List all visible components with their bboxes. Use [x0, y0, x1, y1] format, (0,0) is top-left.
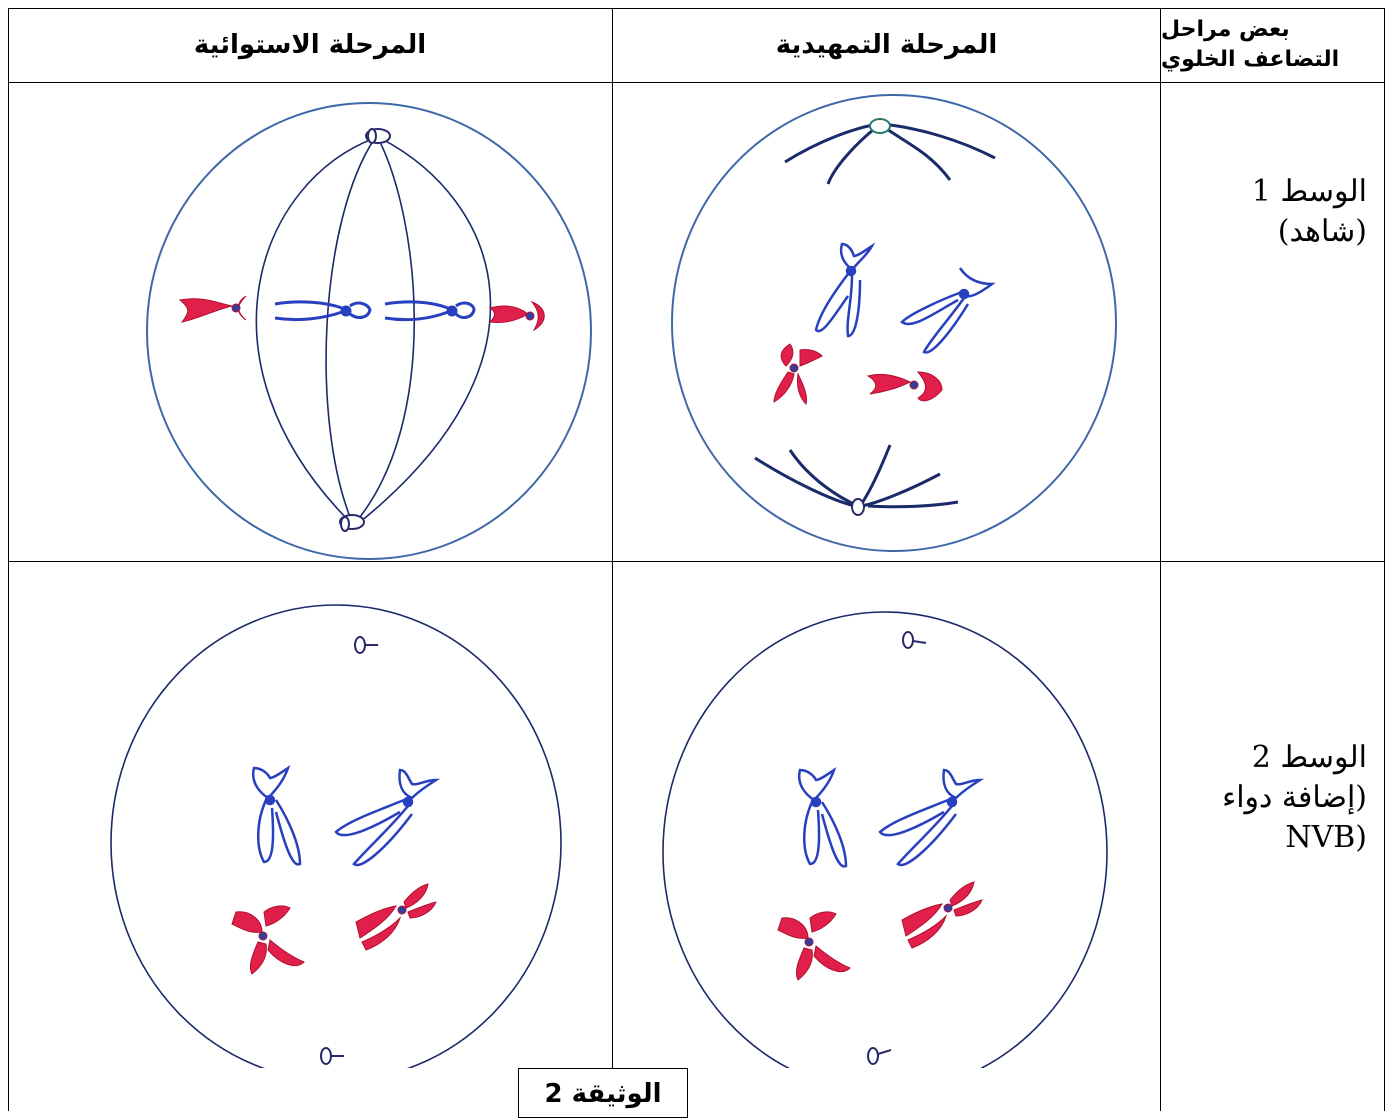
row-label-medium-2-line1: الوسط 2 — [1251, 740, 1367, 775]
column-divider — [612, 8, 613, 1111]
red-chromosome-icon — [488, 300, 545, 332]
row-label-medium-1-line2: (شاهد) — [1277, 214, 1367, 249]
blue-chromosome-icon — [814, 242, 876, 338]
centrosome-icon — [867, 1047, 892, 1065]
aster-fibers — [784, 122, 996, 185]
header-metaphase: المرحلة الاستوائية — [193, 30, 427, 60]
stages-table — [8, 8, 1385, 1111]
metaphase-control-drawing — [146, 102, 592, 560]
blue-chromosome-icon — [334, 768, 441, 867]
red-chromosome-icon — [866, 371, 943, 402]
centrosome-icon — [320, 1047, 344, 1065]
centrosome-icon — [339, 514, 365, 532]
row-divider — [8, 82, 1385, 83]
centrosome-icon — [851, 498, 865, 516]
red-chromosome-icon — [777, 911, 851, 981]
blue-chromosome-icon — [274, 300, 372, 322]
column-divider — [1160, 8, 1161, 1111]
aster-fibers — [754, 444, 959, 509]
blue-chromosome-icon — [384, 300, 476, 322]
red-chromosome-icon — [773, 343, 823, 405]
centrosome-icon — [869, 118, 891, 134]
cell-membrane — [671, 94, 1117, 552]
centrosome-icon — [902, 631, 927, 649]
row-label-medium-1: الوسط 1 (شاهد) — [1161, 172, 1381, 252]
header-stages-line1: بعض مراحل — [1161, 17, 1290, 42]
cell-membrane — [110, 604, 562, 1068]
header-prophase: المرحلة التمهيدية — [775, 30, 998, 60]
blue-chromosome-icon — [251, 764, 302, 866]
row-label-medium-2-line2: (إضافة دواء — [1222, 780, 1367, 815]
header-stages: بعض مراحل التضاعف الخلوي — [1161, 8, 1383, 82]
red-chromosome-icon — [901, 881, 983, 949]
metaphase-drug-drawing — [110, 604, 562, 1068]
centrosome-icon — [354, 636, 378, 654]
blue-chromosome-icon — [900, 267, 996, 354]
red-chromosome-icon — [178, 295, 247, 323]
centrosome-icon — [365, 128, 391, 144]
cell-membrane — [146, 102, 592, 560]
header-stages-line2: التضاعف الخلوي — [1161, 47, 1340, 72]
red-chromosome-icon — [355, 883, 437, 951]
spindle-fibers — [255, 137, 492, 523]
row-label-medium-2: الوسط 2 (إضافة دواء (NVB — [1161, 738, 1381, 858]
blue-chromosome-icon — [878, 768, 985, 867]
blue-chromosome-icon — [797, 766, 848, 868]
row-label-medium-2-line3: (NVB — [1285, 820, 1367, 855]
row-divider — [8, 561, 1385, 562]
cell-membrane — [662, 611, 1108, 1068]
prophase-control-drawing — [671, 94, 1117, 552]
prophase-drug-drawing — [662, 611, 1108, 1068]
row-label-medium-1-line1: الوسط 1 — [1251, 174, 1367, 209]
red-chromosome-icon — [231, 905, 305, 975]
